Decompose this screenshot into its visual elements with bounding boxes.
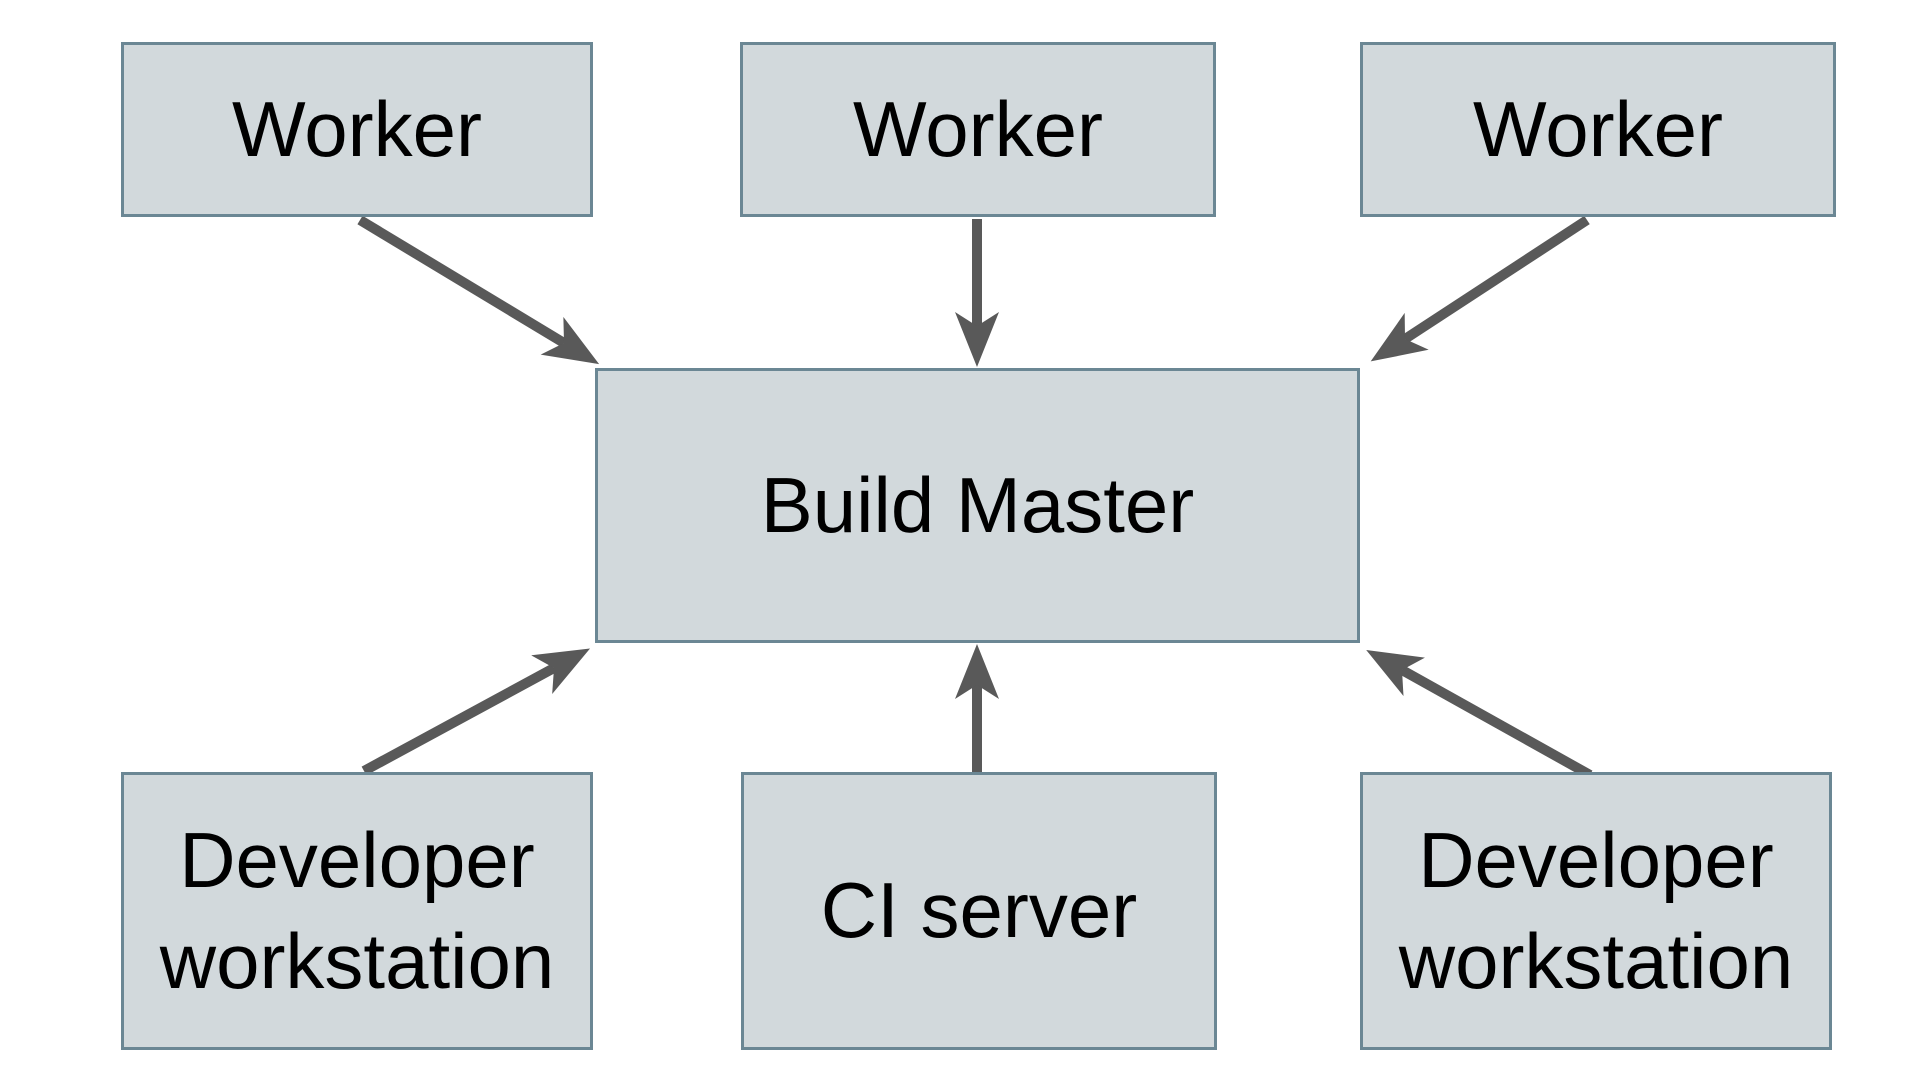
node-build-master: Build Master [595, 368, 1360, 643]
node-worker-top-center-label: Worker [853, 84, 1103, 173]
node-worker-top-center: Worker [740, 42, 1216, 217]
node-developer-workstation-left: Developer workstation [121, 772, 593, 1050]
arrow-worker-top-right-to-build-master [1370, 215, 1590, 362]
node-developer-workstation-right: Developer workstation [1360, 772, 1832, 1050]
node-developer-workstation-right-label: Developer workstation [1398, 815, 1794, 1005]
node-worker-top-left: Worker [121, 42, 593, 217]
node-developer-workstation-left-label: Developer workstation [159, 815, 555, 1005]
node-ci-server-label: CI server [820, 866, 1138, 955]
arrow-developer-workstation-right-to-build-master [1366, 650, 1593, 780]
arrow-developer-workstation-left-to-build-master [361, 648, 591, 776]
node-ci-server: CI server [741, 772, 1217, 1050]
node-build-master-label: Build Master [760, 460, 1195, 549]
node-worker-top-right-label: Worker [1473, 84, 1723, 173]
arrow-worker-top-left-to-build-master [357, 215, 600, 365]
node-worker-top-left-label: Worker [232, 84, 482, 173]
node-worker-top-right: Worker [1360, 42, 1836, 217]
